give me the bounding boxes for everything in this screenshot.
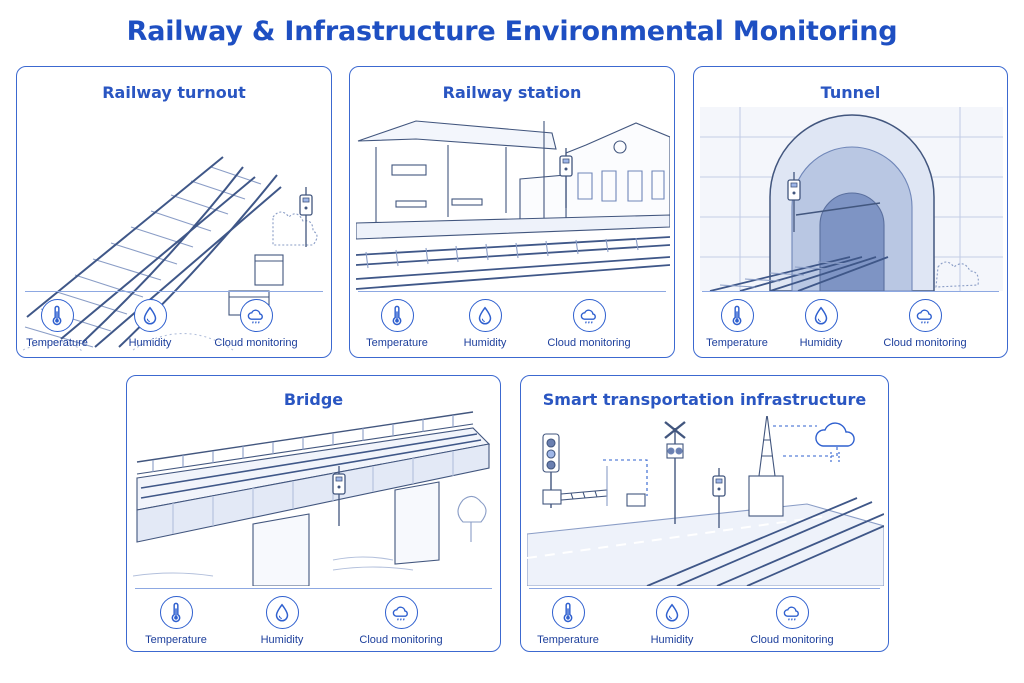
thermometer-icon	[46, 305, 68, 327]
card-title: Smart transportation infrastructure	[542, 390, 867, 409]
feature-label: Cloud monitoring	[883, 337, 967, 349]
card-railway-turnout[interactable]: Railway turnout	[16, 66, 332, 358]
feature-humidity: Humidity	[430, 299, 540, 349]
feature-label: Humidity	[799, 337, 843, 349]
card-smart-transportation[interactable]: Smart transportation infrastructure	[520, 375, 889, 652]
feature-temperature: Temperature	[127, 596, 231, 646]
feature-label: Humidity	[650, 634, 694, 646]
tunnel-illustration	[700, 107, 1003, 291]
feature-humidity: Humidity	[617, 596, 727, 646]
feature-label: Cloud monitoring	[359, 634, 443, 646]
card-title: Railway station	[442, 83, 582, 102]
card-title: Bridge	[283, 390, 344, 409]
feature-label: Humidity	[260, 634, 304, 646]
card-divider	[358, 291, 666, 292]
card-bridge[interactable]: Bridge	[126, 375, 501, 652]
feature-cloud-monitoring: Cloud monitoring	[737, 596, 847, 646]
cloud-rain-icon	[390, 602, 412, 624]
cloud-rain-icon	[578, 305, 600, 327]
feature-label: Humidity	[463, 337, 507, 349]
feature-cloud-monitoring: Cloud monitoring	[201, 299, 311, 349]
feature-label: Humidity	[128, 337, 172, 349]
feature-humidity: Humidity	[95, 299, 205, 349]
smart-infrastructure-illustration	[527, 416, 884, 586]
feature-label: Cloud monitoring	[547, 337, 631, 349]
feature-temperature: Temperature	[17, 299, 112, 349]
feature-label: Temperature	[537, 634, 599, 646]
feature-temperature: Temperature	[350, 299, 452, 349]
water-drop-icon	[810, 305, 832, 327]
card-divider	[135, 588, 492, 589]
card-divider	[702, 291, 999, 292]
feature-humidity: Humidity	[766, 299, 876, 349]
thermometer-icon	[165, 602, 187, 624]
bridge-illustration	[133, 410, 496, 586]
feature-temperature: Temperature	[694, 299, 792, 349]
feature-label: Temperature	[366, 337, 428, 349]
water-drop-icon	[661, 602, 683, 624]
feature-label: Cloud monitoring	[750, 634, 834, 646]
feature-temperature: Temperature	[521, 596, 623, 646]
feature-cloud-monitoring: Cloud monitoring	[346, 596, 456, 646]
water-drop-icon	[271, 602, 293, 624]
card-divider	[529, 588, 880, 589]
card-divider	[25, 291, 323, 292]
water-drop-icon	[139, 305, 161, 327]
page-title: Railway & Infrastructure Environmental M…	[126, 16, 898, 47]
card-title: Tunnel	[820, 83, 881, 102]
cloud-rain-icon	[781, 602, 803, 624]
feature-label: Temperature	[706, 337, 768, 349]
card-railway-station[interactable]: Railway station	[349, 66, 675, 358]
thermometer-icon	[726, 305, 748, 327]
thermometer-icon	[557, 602, 579, 624]
railway-turnout-illustration	[23, 147, 327, 352]
feature-label: Temperature	[145, 634, 207, 646]
feature-label: Temperature	[26, 337, 88, 349]
thermometer-icon	[386, 305, 408, 327]
feature-cloud-monitoring: Cloud monitoring	[534, 299, 644, 349]
card-tunnel[interactable]: Tunnel	[693, 66, 1008, 358]
cloud-rain-icon	[914, 305, 936, 327]
card-title: Railway turnout	[102, 83, 246, 102]
feature-humidity: Humidity	[227, 596, 337, 646]
water-drop-icon	[474, 305, 496, 327]
railway-station-illustration	[356, 113, 670, 291]
feature-label: Cloud monitoring	[214, 337, 298, 349]
cloud-rain-icon	[245, 305, 267, 327]
feature-cloud-monitoring: Cloud monitoring	[870, 299, 980, 349]
